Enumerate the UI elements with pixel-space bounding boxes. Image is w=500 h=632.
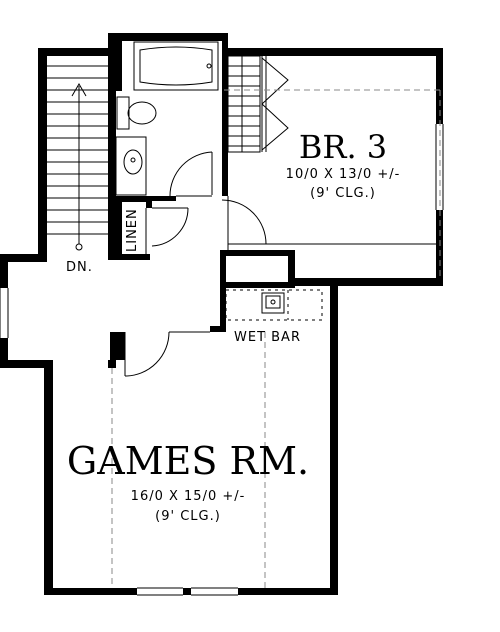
br3-title: BR. 3 xyxy=(299,128,387,166)
stair-arrow-icon xyxy=(71,83,87,97)
sink-vanity xyxy=(115,136,147,196)
ceiling-lines xyxy=(111,89,441,588)
br3-dimensions: 10/0 X 13/0 +/- xyxy=(286,167,401,182)
wet-bar-label: WET BAR xyxy=(234,330,301,345)
toilet xyxy=(116,96,157,130)
br3-ceiling: (9' CLG.) xyxy=(310,186,376,201)
stair-start-icon xyxy=(75,243,83,251)
games-room-dimensions: 16/0 X 15/0 +/- xyxy=(131,489,246,504)
stairs-down-label: DN. xyxy=(66,260,93,275)
windows xyxy=(0,124,444,596)
games-room-title: GAMES RM. xyxy=(67,439,309,483)
br3-closet-shelving xyxy=(227,55,261,153)
games-room-ceiling: (9' CLG.) xyxy=(155,509,221,524)
linen-closet xyxy=(145,207,189,254)
wet-bar-counter xyxy=(225,289,323,321)
br3-closet-door[interactable] xyxy=(261,56,289,152)
walls xyxy=(0,33,443,595)
bathtub xyxy=(133,41,219,91)
linen-label: LINEN xyxy=(125,208,140,252)
games-room-door[interactable] xyxy=(124,331,210,377)
bath-door[interactable] xyxy=(169,151,213,197)
staircase xyxy=(47,65,108,251)
br3-door[interactable] xyxy=(221,196,267,250)
